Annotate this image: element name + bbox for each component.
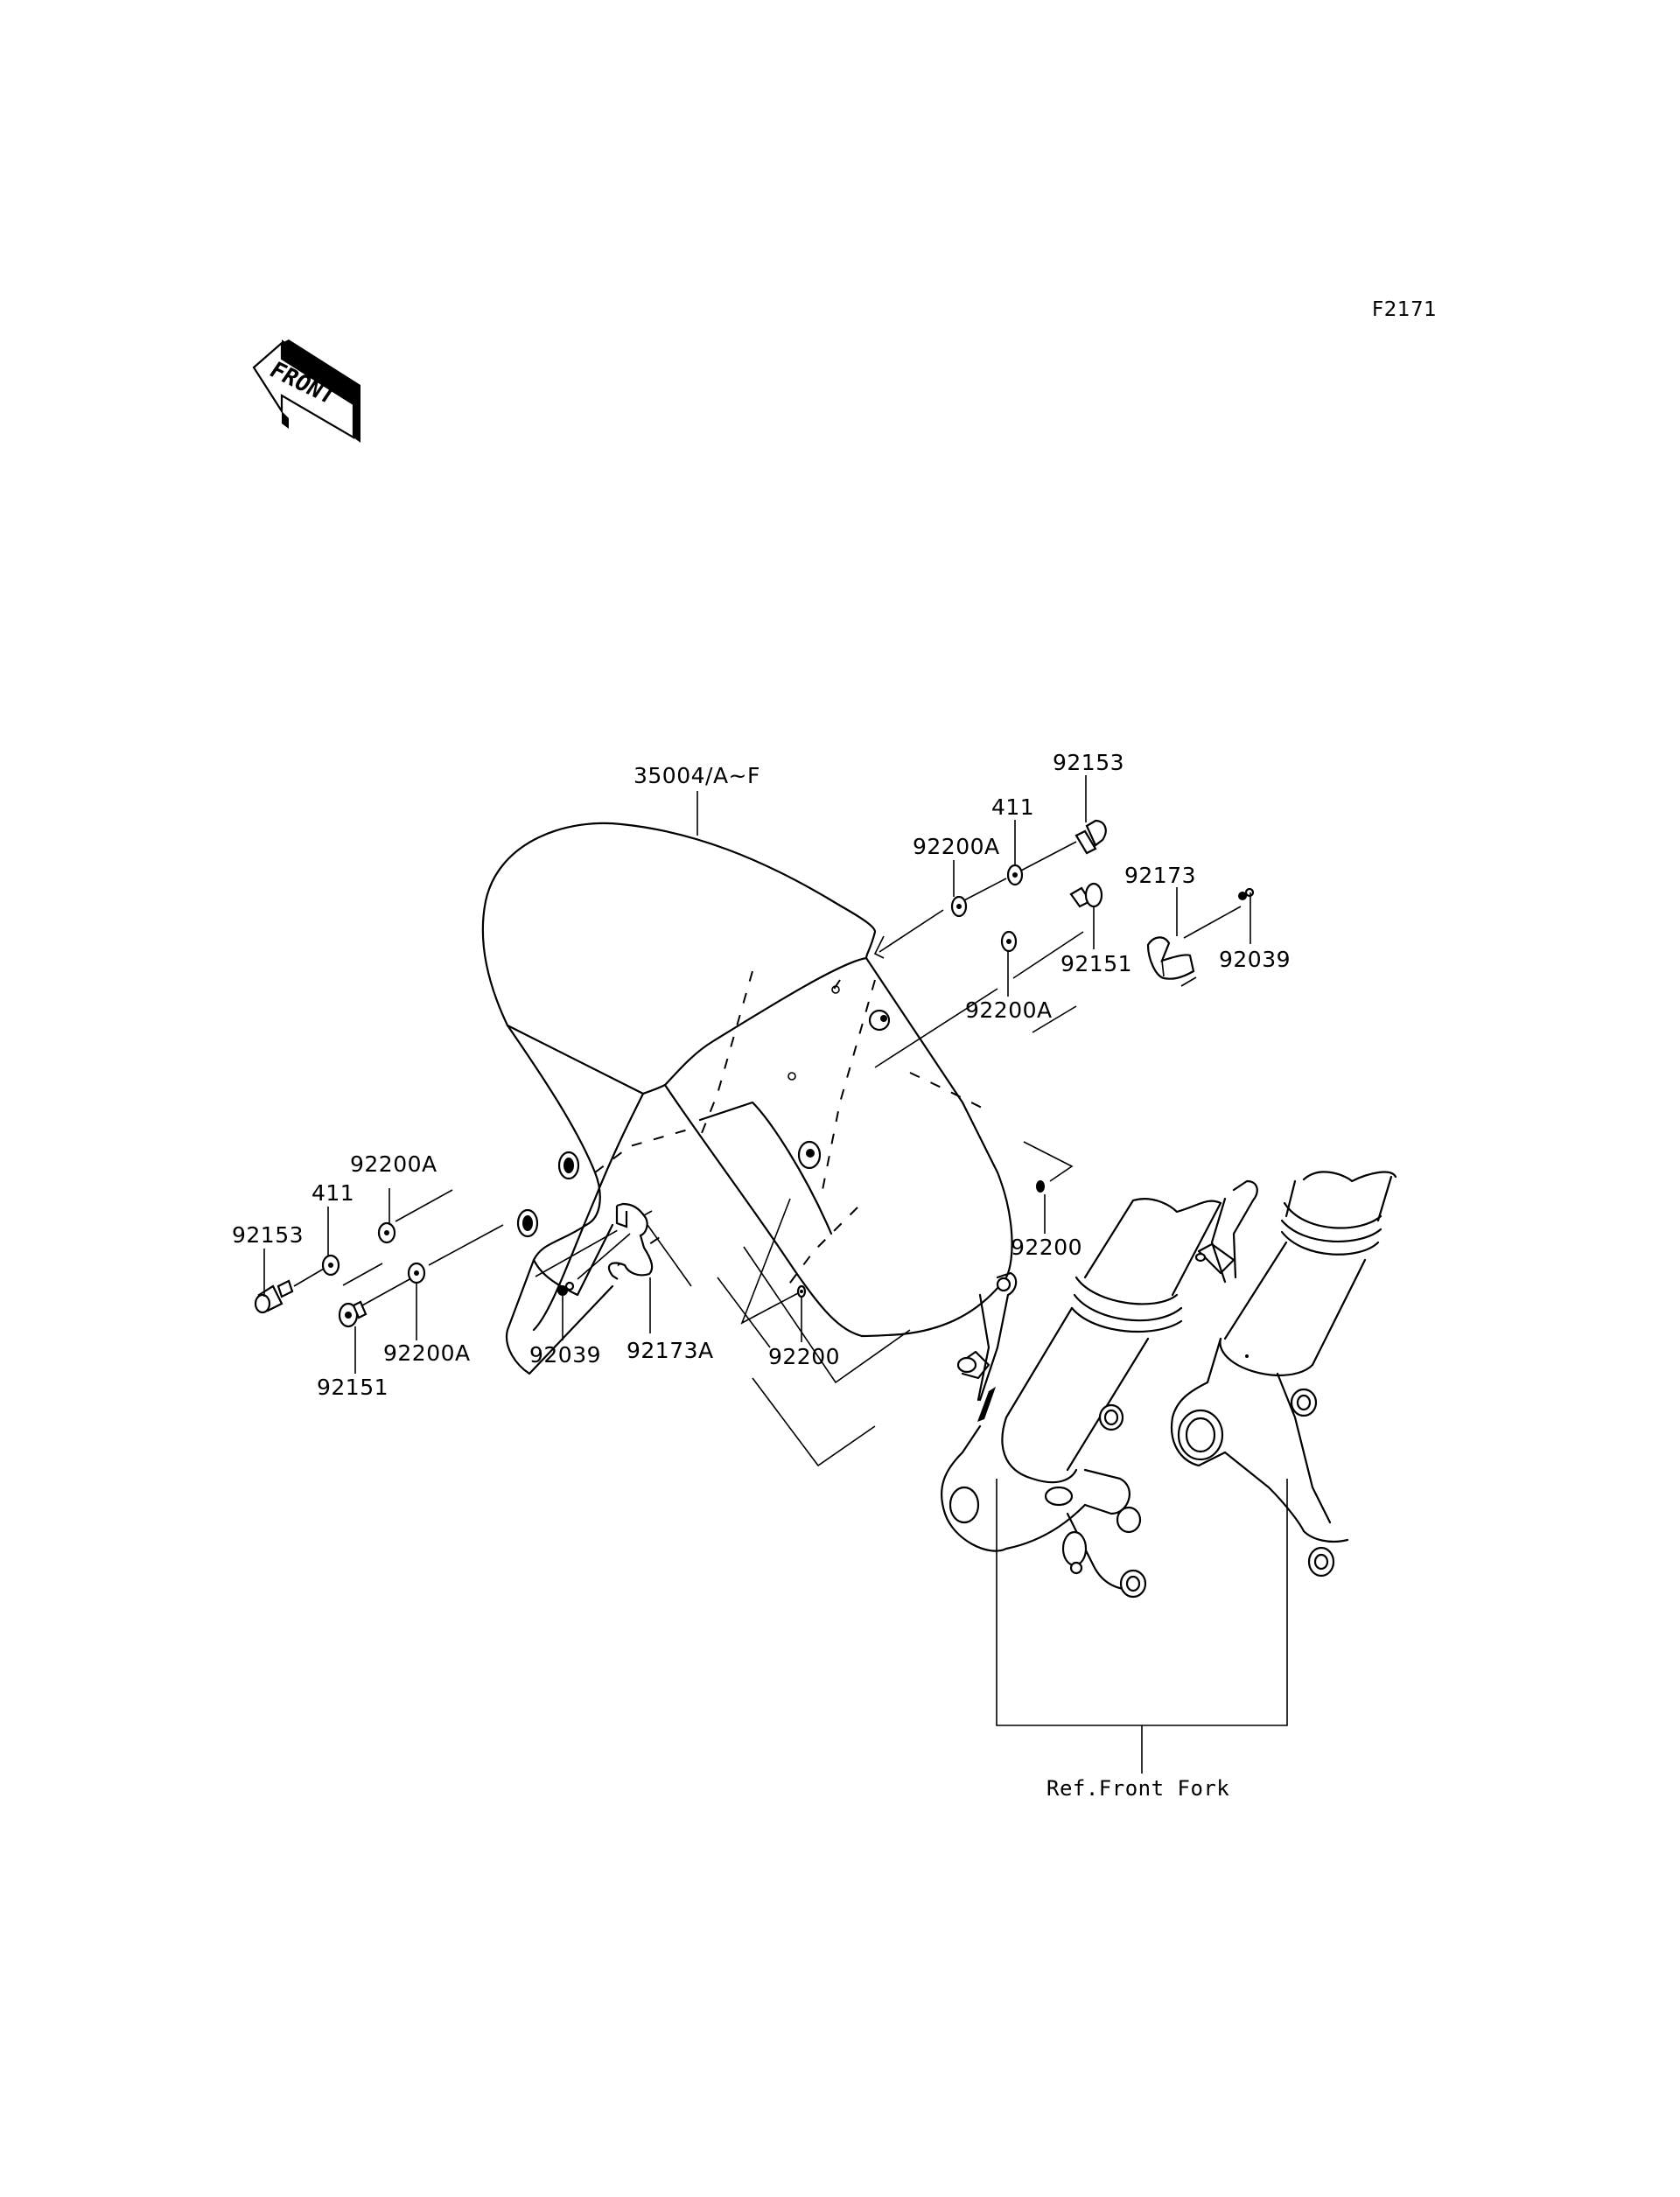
callout-washer-top-a: 92200A — [913, 834, 1000, 859]
leader-line — [743, 1246, 911, 1384]
callout-washer-left-low-a: 92200A — [383, 1340, 471, 1366]
front-fender — [481, 822, 1013, 1375]
screw-icon — [1238, 887, 1255, 900]
clamp-icon — [607, 1202, 654, 1280]
label-leaders — [263, 775, 1251, 1374]
reference-label: Ref.Front Fork — [1046, 1776, 1230, 1801]
reference-bracket — [996, 1479, 1288, 1774]
washer-icon — [377, 1221, 396, 1244]
washer-icon — [1006, 864, 1024, 886]
callout-washer-mid-a: 92200A — [965, 997, 1053, 1023]
front-fork-left — [941, 1198, 1222, 1599]
washer-icon — [1000, 930, 1018, 953]
callout-clamp-right: 92173 — [1124, 863, 1197, 888]
callout-washer-left-a: 92200A — [350, 1151, 438, 1177]
washer-icon — [321, 1254, 340, 1277]
bolt-icon — [1074, 819, 1107, 855]
callout-bolt-top-right: 92153 — [1053, 750, 1125, 775]
callout-nut-center: 92200 — [768, 1344, 841, 1369]
callout-nut-right: 92200 — [1011, 1235, 1083, 1260]
nut-icon — [1036, 1180, 1045, 1193]
bolt-icon — [338, 1300, 368, 1328]
leader-line — [752, 1377, 876, 1467]
left-hardware — [254, 1189, 807, 1328]
front-fork-right — [1170, 1171, 1397, 1578]
washer-icon — [407, 1262, 426, 1284]
callout-bolt-92151-left: 92151 — [317, 1375, 389, 1400]
diagram-code: F2171 — [1372, 298, 1438, 321]
callout-411-top: 411 — [991, 794, 1035, 820]
callout-screw-left: 92039 — [529, 1342, 602, 1368]
callout-411-left: 411 — [312, 1180, 355, 1206]
callout-screw-right: 92039 — [1219, 947, 1292, 972]
bolt-icon — [254, 1279, 294, 1314]
washer-icon — [950, 895, 968, 918]
nut-icon — [796, 1284, 807, 1298]
callout-fender: 35004/A~F — [634, 763, 760, 788]
callout-bolt-92151-right: 92151 — [1060, 951, 1133, 976]
front-arrow-icon: FRONT — [252, 339, 360, 443]
screw-icon — [557, 1281, 575, 1296]
upper-right-hardware — [874, 819, 1255, 1193]
callout-bolt-left: 92153 — [232, 1222, 304, 1248]
clamp-icon — [1146, 936, 1195, 980]
callout-clamp-left: 92173A — [626, 1338, 714, 1363]
bolt-icon — [1069, 882, 1103, 908]
